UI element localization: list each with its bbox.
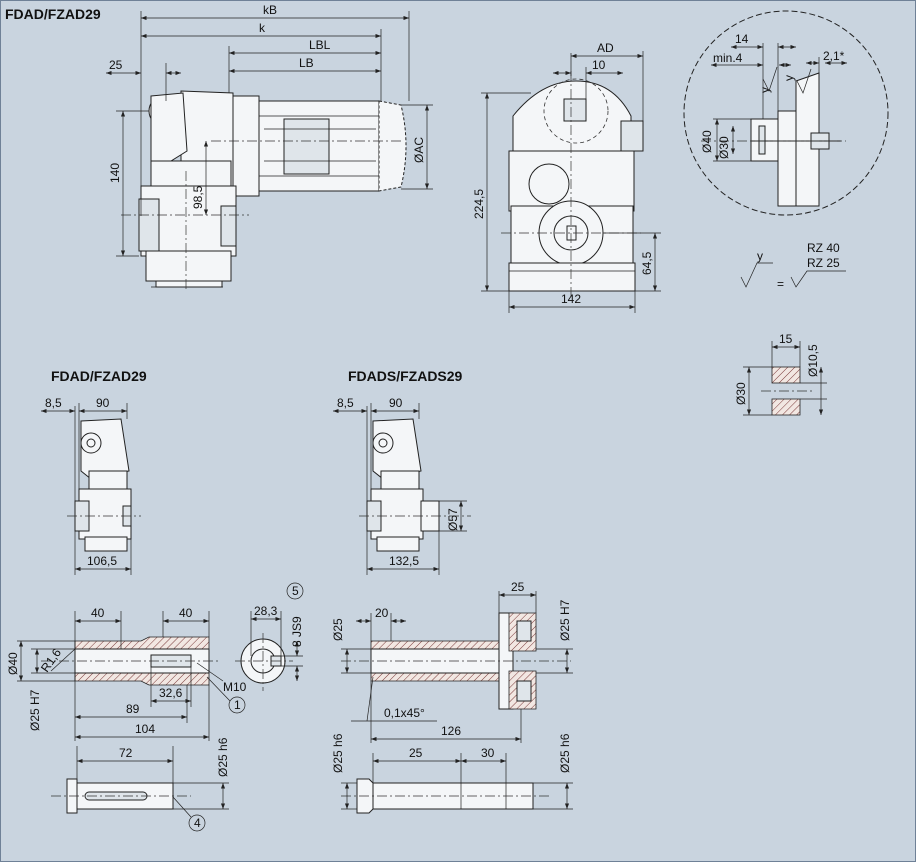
dim-LB: LB [299,56,314,70]
roughness-y: y [757,249,763,263]
dim-64-5: 64,5 [640,251,654,275]
dim-shaft-89: 89 [126,702,140,716]
dim-10: 10 [592,58,606,72]
dim-shaft-32-6: 32,6 [159,686,183,700]
dim-kB: kB [263,3,277,17]
roughness-eq: = [777,277,784,291]
dim-shaft-40b: 40 [179,606,193,620]
dim-14: 14 [735,32,749,46]
front-view: AD 10 224,5 64,5 142 [472,41,661,313]
dim-b-132-5: 132,5 [389,554,419,568]
dim-dia40: Ø40 [700,130,714,153]
dim-b-8-5: 8,5 [337,396,354,410]
dim-b-90: 90 [389,396,403,410]
dim-AC: ØAC [412,137,426,163]
dim-b-dia57: Ø57 [446,508,460,531]
dim-a-90: 90 [96,396,110,410]
dim-shaft-dia25h7: Ø25 H7 [28,689,42,731]
dim-a-8-5: 8,5 [45,396,62,410]
dim-dia10-5: Ø10,5 [806,344,820,377]
dim-sd-20: 20 [375,606,389,620]
dim-sd-dia25h7: Ø25 H7 [558,599,572,641]
variant-b-view: 8,5 90 Ø57 132,5 [333,396,471,575]
dim-sd-126: 126 [441,724,461,738]
dim-pin2-dia25h6a: Ø25 h6 [331,733,345,773]
callout-1: 1 [234,698,241,712]
dim-LBL: LBL [309,38,331,52]
dim-28-3: 28,3 [254,604,278,618]
pin-left: 72 Ø25 h6 4 [51,737,230,832]
dim-shaft-dia40: Ø40 [6,652,20,675]
dim-shaft-r16: R1,6 [38,646,64,675]
dim-15: 15 [779,332,793,346]
shaft-end-view: 5 28,3 8 JS9 [235,582,304,691]
callout-5: 5 [292,584,299,598]
dim-25: 25 [109,58,123,72]
dim-AD: AD [597,41,614,55]
shrink-disc-section: 25 20 Ø25 Ø25 H7 0,1x45° 126 [331,580,573,743]
label-m10: M10 [223,680,247,694]
dim-98-5: 98,5 [191,185,205,209]
label-chamfer: 0,1x45° [384,706,425,720]
dim-pin2-30: 30 [481,746,495,760]
ring-section: 15 Ø10,5 Ø30 [734,332,827,416]
detail-view: 14 min.4 2,1* y y Ø40 Ø30 [683,10,889,216]
dim-shaft-40a: 40 [91,606,105,620]
title-variant-a: FDAD/FZAD29 [51,368,147,384]
title-main: FDAD/FZAD29 [5,6,101,22]
dim-224-5: 224,5 [472,189,486,219]
dim-pin-dia25h6: Ø25 h6 [216,737,230,777]
variant-a-view: 8,5 90 106,5 [41,396,141,575]
dim-pin2-25: 25 [409,746,423,760]
dim-sd-25: 25 [511,580,525,594]
dim-min4: min.4 [713,51,743,65]
label-y2: y [782,75,796,81]
dim-a-106-5: 106,5 [87,554,117,568]
dim-pin-72: 72 [119,746,133,760]
dim-pin2-dia25h6b: Ø25 h6 [558,733,572,773]
dim-dia30: Ø30 [734,382,748,405]
dim-k: k [259,21,266,35]
roughness-rz25: RZ 25 [807,256,840,270]
dim-142: 142 [561,292,581,306]
dim-2-1: 2,1* [823,49,845,63]
dim-sd-dia25: Ø25 [331,618,345,641]
pin-right: Ø25 h6 25 30 Ø25 h6 [331,733,573,814]
callout-4: 4 [194,816,201,830]
hollow-shaft-section: 40 40 Ø40 R1,6 Ø25 H7 32,6 M10 89 104 1 [6,606,247,741]
side-view: kB k LBL LB 25 140 98,5 ØAC [106,3,433,291]
dim-dia30: Ø30 [717,136,731,159]
roughness-rz40: RZ 40 [807,241,840,255]
title-variant-b: FDADS/FZADS29 [348,368,463,384]
roughness-spec: y = RZ 40 RZ 25 [740,241,846,291]
dim-8js9: 8 JS9 [290,616,304,647]
dim-shaft-104: 104 [135,722,155,736]
label-y1: y [758,87,772,93]
dim-140: 140 [108,163,122,183]
